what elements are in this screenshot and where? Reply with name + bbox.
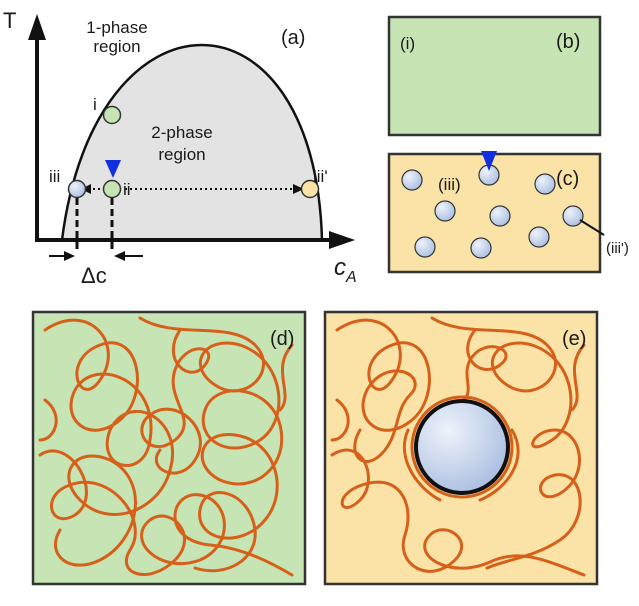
polymer-chain: [330, 448, 586, 577]
one-phase-label-line1: 1-phase: [86, 18, 147, 37]
point-iii-marker: [67, 179, 87, 199]
droplet: [528, 226, 550, 248]
panel-c-leader-line: [579, 219, 605, 236]
x-axis-arrowhead: [329, 231, 355, 249]
panel-d: (d): [31, 310, 307, 586]
point-i-marker: [102, 105, 122, 125]
panel-e: (e): [323, 310, 599, 586]
quench-arrow-head: [105, 160, 121, 178]
polymer-chain: [38, 449, 294, 577]
coexistence-curve: [60, 43, 324, 241]
panel-c-outside-label: (iii'): [606, 240, 629, 257]
point-iii-label: iii: [49, 167, 60, 186]
panel-a-tag: (a): [281, 27, 305, 49]
panel-d-box: [31, 310, 307, 586]
two-phase-dome: [62, 45, 322, 240]
droplet: [470, 237, 492, 259]
polymer-chain: [330, 328, 586, 442]
panel-b: (b) (i): [387, 15, 602, 137]
one-phase-label-line2: region: [93, 37, 140, 56]
panel-b-box: [387, 15, 602, 137]
x-axis-label: cA: [334, 254, 357, 286]
x-axis-label-sub: A: [345, 269, 357, 286]
polymer-chain: [140, 328, 211, 475]
panel-a-phase-diagram: T cA (a) 1-phase region 2-phase region Δ…: [3, 8, 357, 288]
polymer-chain: [430, 316, 582, 570]
quench-arrow-bc-head: [481, 151, 497, 171]
x-axis-label-main: c: [334, 254, 346, 281]
droplet: [562, 205, 584, 227]
point-iii-prime-marker: [300, 179, 320, 199]
panel-b-state-label: (i): [400, 34, 415, 53]
two-phase-label-line2: region: [158, 145, 205, 164]
y-axis-arrowhead: [28, 14, 46, 40]
panel-e-polymer-network: [330, 316, 586, 577]
point-iii-prime-label: iii': [313, 167, 328, 186]
panel-d-polymer-network: [38, 316, 294, 577]
point-i-label: i: [93, 95, 97, 114]
polymer-chain: [138, 316, 284, 573]
delta-arrow-right-head: [114, 251, 125, 261]
two-phase-label-line1: 2-phase: [151, 123, 212, 142]
polymer-chain: [38, 343, 294, 442]
point-ii-marker: [102, 179, 122, 199]
droplet: [414, 236, 436, 258]
condensate-droplet: [414, 399, 510, 495]
polymer-corona: [410, 395, 514, 499]
delta-arrow-left-head: [64, 251, 75, 261]
tie-line-right-arrowhead: [293, 184, 304, 194]
panel-c-droplet-label: (iii): [438, 175, 461, 194]
panel-c-tag: (c): [556, 168, 579, 190]
polymer-chain: [43, 318, 174, 567]
polymer-chain: [335, 318, 431, 463]
droplet: [489, 205, 511, 227]
polymer-chain: [402, 428, 520, 502]
droplet: [401, 169, 423, 191]
y-axis-label: T: [3, 8, 16, 33]
droplet: [434, 200, 456, 222]
panel-b-tag: (b): [556, 31, 580, 53]
delta-c-label: Δc: [81, 263, 107, 288]
point-ii-label: ii: [123, 180, 131, 199]
panel-c: (c) (iii) (iii'): [387, 152, 629, 274]
droplet: [534, 173, 556, 195]
panel-d-tag: (d): [270, 328, 294, 350]
panel-e-tag: (e): [562, 328, 586, 350]
panel-c-droplets: [401, 164, 584, 259]
